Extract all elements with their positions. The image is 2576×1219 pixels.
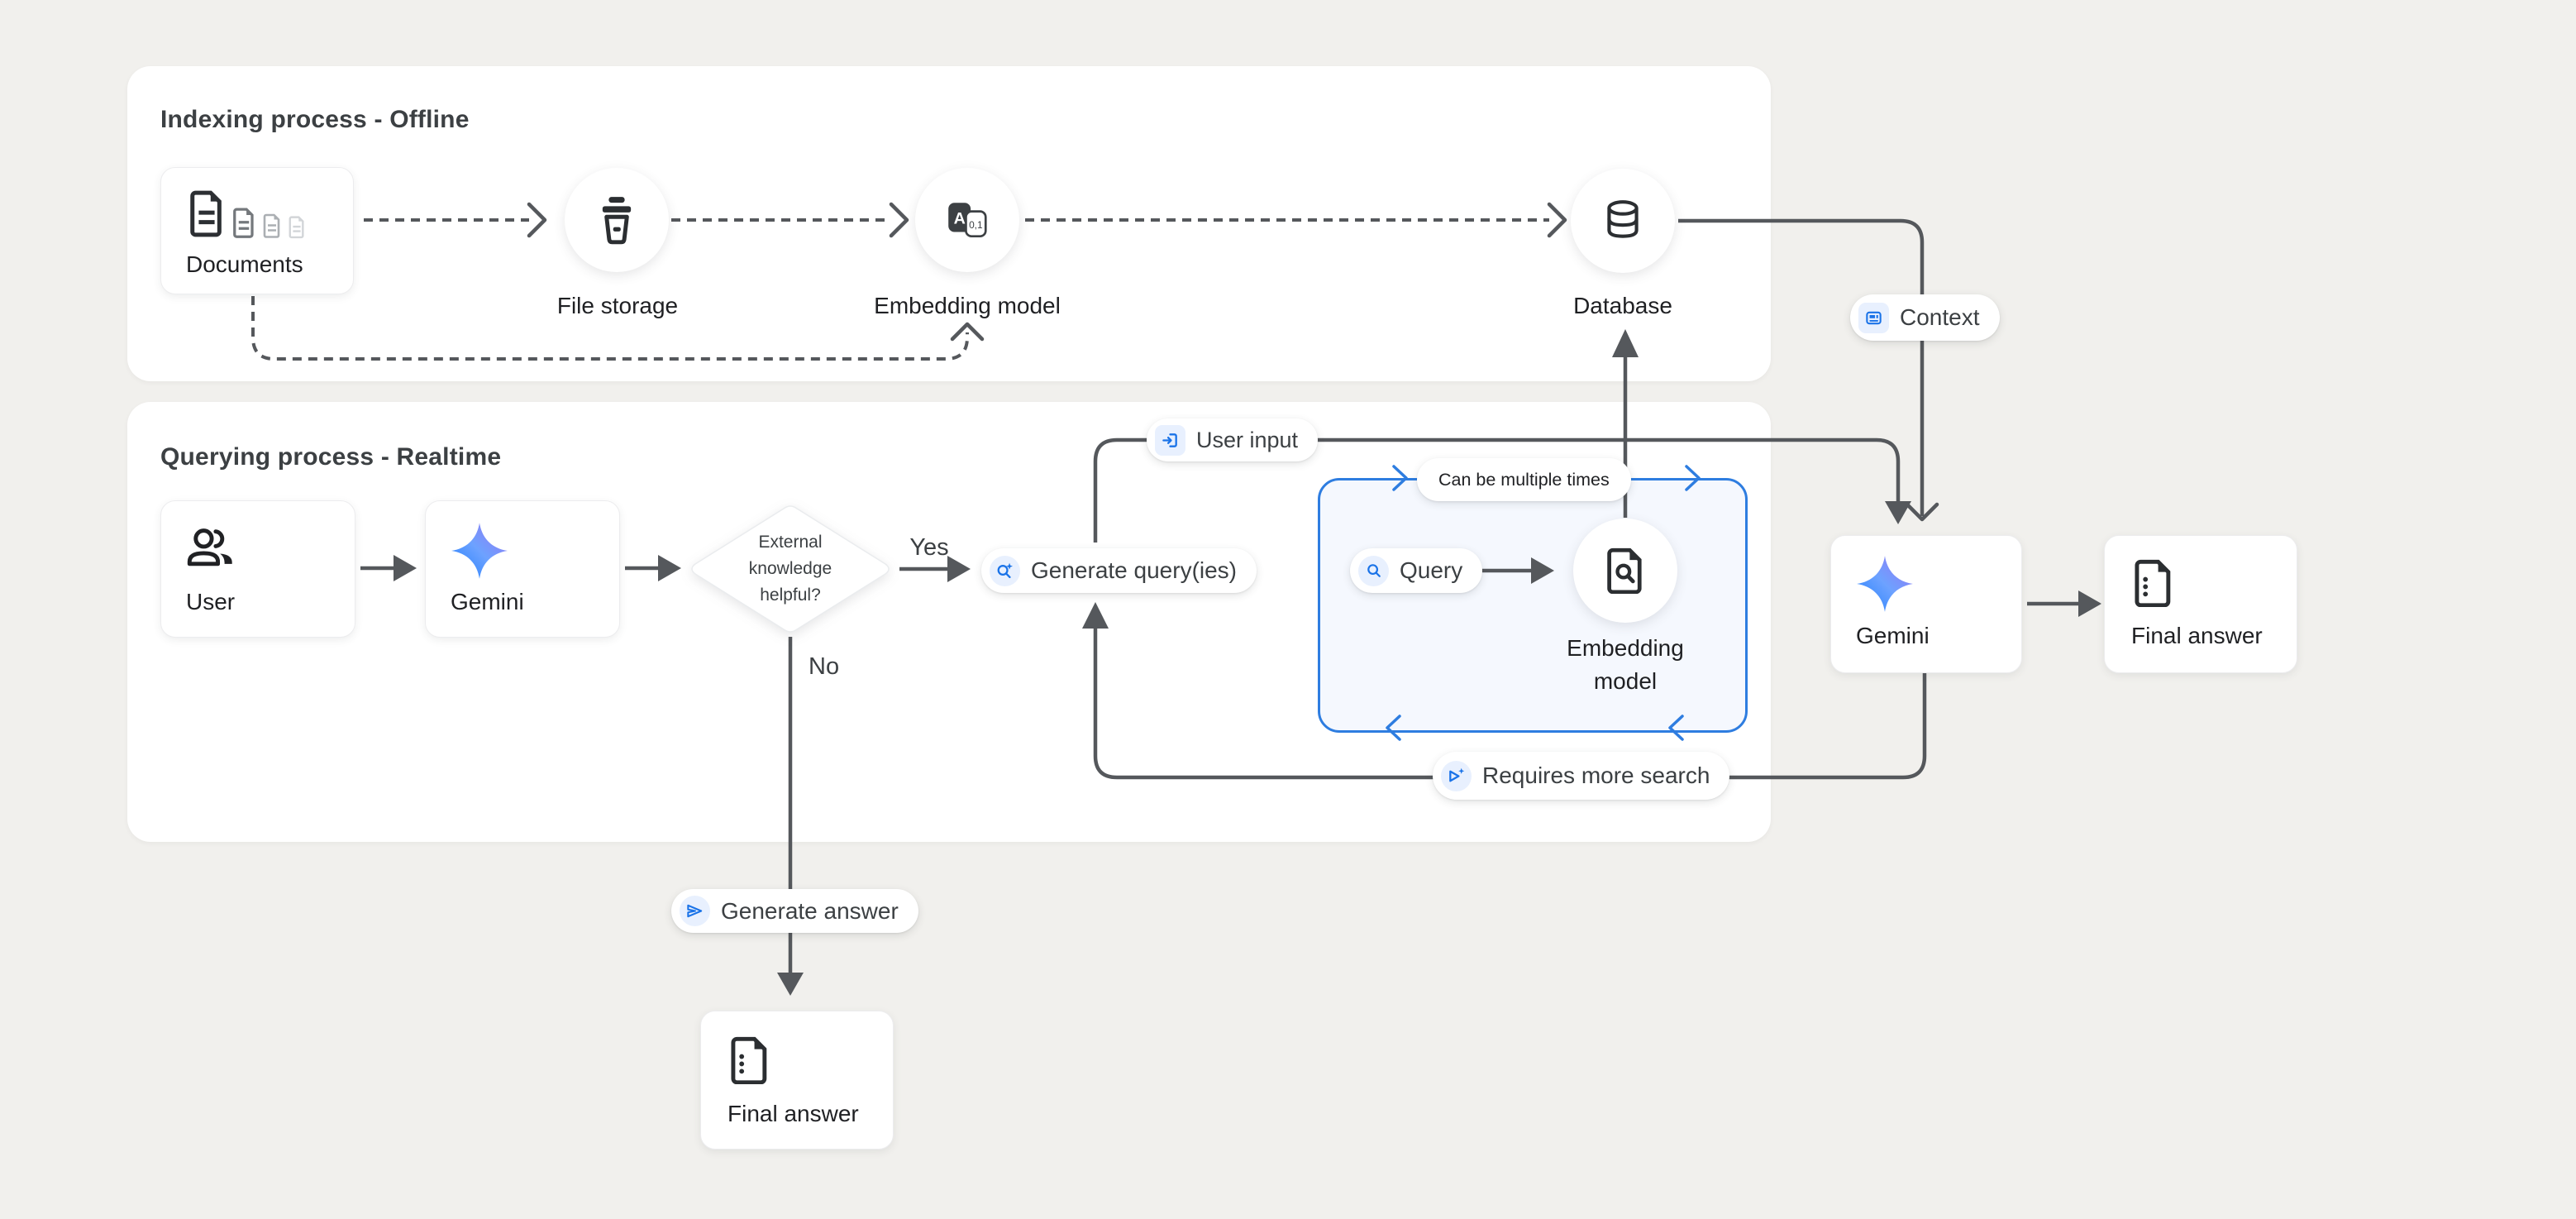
gemini-card: Gemini bbox=[425, 500, 620, 638]
database-label: Database bbox=[1573, 293, 1672, 318]
translate-embedding-icon: A 0,1 bbox=[948, 203, 987, 238]
final-answer-right-label: Final answer bbox=[2131, 623, 2263, 648]
querying-panel-title: Querying process - Realtime bbox=[160, 443, 502, 471]
arrowhead-gemini-final bbox=[2078, 590, 2101, 617]
embedding-icon-digits: 0,1 bbox=[969, 219, 983, 231]
file-storage-node bbox=[565, 168, 669, 272]
query-label: Query bbox=[1400, 557, 1463, 583]
embedding-model-label: Embedding model bbox=[874, 293, 1061, 318]
query-embedding-node bbox=[1573, 519, 1677, 623]
context-card-icon bbox=[1858, 302, 1889, 333]
embedding-icon-letter: A bbox=[954, 210, 966, 228]
file-storage-label: File storage bbox=[556, 293, 679, 318]
indexing-panel-title: Indexing process - Offline bbox=[160, 106, 470, 133]
arrowhead-chevron-embedding bbox=[889, 202, 909, 238]
document-icon bbox=[289, 216, 304, 239]
iteration-box bbox=[1318, 478, 1748, 733]
arrowhead-yes bbox=[947, 556, 971, 582]
generate-answer-pill: Generate answer bbox=[671, 889, 918, 933]
user-label: User bbox=[186, 589, 236, 614]
arrowhead-gemini-decision bbox=[658, 555, 681, 581]
decision-diamond bbox=[691, 505, 890, 633]
gemini-final-label: Gemini bbox=[1856, 623, 1930, 648]
gemini-label: Gemini bbox=[451, 589, 524, 614]
generate-queries-pill: Generate query(ies) bbox=[981, 548, 1257, 593]
yes-label: Yes bbox=[909, 534, 949, 561]
database-node bbox=[1571, 169, 1675, 273]
decision-question: External knowledge helpful? bbox=[748, 533, 832, 605]
context-label: Context bbox=[1900, 304, 1980, 330]
arrowhead-chevron-filestorage bbox=[527, 202, 547, 238]
final-answer-card-bottom: Final answer bbox=[700, 1011, 894, 1150]
query-pill: Query bbox=[1350, 548, 1483, 593]
documents-icon-stack bbox=[188, 188, 306, 239]
documents-label: Documents bbox=[186, 251, 303, 277]
arrowhead-blue-bottom-left bbox=[1386, 715, 1401, 741]
bucket-icon bbox=[602, 197, 632, 245]
answer-document-icon bbox=[731, 1036, 767, 1084]
generate-queries-label: Generate query(ies) bbox=[1031, 557, 1238, 583]
final-answer-card-right: Final answer bbox=[2104, 535, 2297, 673]
search-sparkle-icon bbox=[990, 555, 1020, 586]
gemini-star-icon bbox=[1857, 556, 1913, 612]
no-label: No bbox=[809, 653, 840, 680]
arrowhead-user-input bbox=[1885, 501, 1911, 524]
requires-more-search-label: Requires more search bbox=[1482, 762, 1710, 788]
edge-documents-to-embedding bbox=[251, 296, 969, 361]
arrowhead-chevron-database bbox=[1547, 202, 1567, 238]
document-icon bbox=[233, 208, 254, 238]
arrowhead-blue-top-left bbox=[1392, 465, 1408, 491]
can-be-multiple-times-pill: Can be multiple times bbox=[1417, 458, 1631, 501]
database-icon bbox=[1607, 200, 1639, 238]
send-icon bbox=[680, 896, 710, 926]
gemini-card-final: Gemini bbox=[1830, 535, 2022, 673]
edge-database-context-to-gemini bbox=[1678, 218, 1925, 516]
generate-answer-label: Generate answer bbox=[721, 897, 899, 924]
arrowhead-up-database bbox=[1612, 329, 1639, 357]
requires-more-search-pill: Requires more search bbox=[1433, 752, 1730, 800]
arrowhead-query-embedding bbox=[1531, 557, 1554, 584]
document-search-icon bbox=[1607, 547, 1642, 594]
user-input-pill: User input bbox=[1147, 418, 1319, 461]
branch-sparkle-icon bbox=[1441, 760, 1472, 791]
arrowhead-chevron-up-embedding bbox=[950, 322, 985, 342]
arrowhead-blue-top-right bbox=[1685, 465, 1701, 491]
arrowhead-blue-bottom-right bbox=[1668, 715, 1684, 741]
answer-document-icon bbox=[2135, 559, 2171, 607]
embedding-model-node: A 0,1 bbox=[915, 168, 1019, 272]
search-icon bbox=[1358, 555, 1389, 586]
document-icon bbox=[190, 190, 222, 237]
user-card: User bbox=[160, 500, 355, 638]
user-icon bbox=[187, 528, 232, 566]
arrowhead-chevron-context-to-gemini bbox=[1905, 502, 1939, 522]
arrowhead-down-final-answer bbox=[777, 973, 804, 996]
arrowhead-user-gemini bbox=[394, 555, 417, 581]
gemini-star-icon bbox=[451, 523, 508, 579]
document-icon bbox=[263, 213, 280, 238]
final-answer-bottom-label: Final answer bbox=[727, 1101, 859, 1126]
can-be-multiple-times-label: Can be multiple times bbox=[1438, 469, 1610, 490]
edge-user-input-to-gemini bbox=[1093, 437, 1901, 543]
documents-card: Documents bbox=[160, 167, 354, 294]
query-embedding-label: Embedding model bbox=[1567, 635, 1684, 694]
user-input-label: User input bbox=[1196, 427, 1299, 452]
context-pill: Context bbox=[1850, 294, 2000, 341]
input-icon bbox=[1155, 424, 1185, 456]
arrowhead-loop-up bbox=[1082, 602, 1109, 629]
